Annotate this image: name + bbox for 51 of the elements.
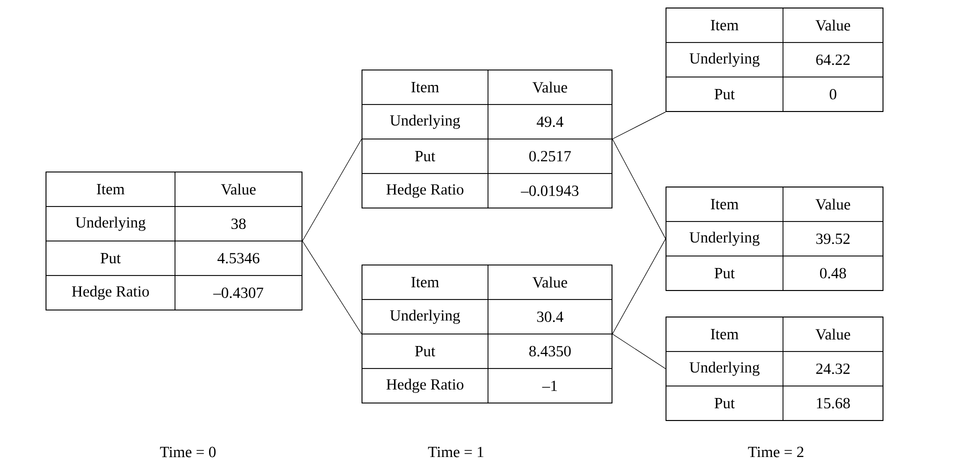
table-cell: 49.4 [488, 104, 612, 140]
table-cell: Item [666, 8, 784, 43]
table-cell: Item [666, 186, 784, 222]
table-cell: 15.68 [782, 386, 884, 421]
table-cell: –0.01943 [488, 173, 612, 208]
table-cell: 0.2517 [488, 138, 612, 174]
table-cell: Item [362, 70, 488, 105]
connector-line [612, 238, 666, 334]
table-cell: Put [46, 240, 176, 276]
table-cell: Item [666, 316, 784, 352]
table-cell: 4.5346 [174, 240, 302, 276]
time-label: Time = 1 [428, 446, 484, 458]
table-cell: 0 [782, 76, 884, 112]
table-cell: Put [666, 386, 784, 421]
connector-line [612, 138, 666, 240]
table-cell: 30.4 [488, 299, 612, 334]
table-cell: –1 [488, 368, 612, 404]
table-cell: 8.4350 [488, 334, 612, 369]
table-cell: Underlying [362, 104, 488, 140]
table-cell: 24.32 [782, 351, 884, 386]
table-cell: Put [362, 138, 488, 174]
table-cell: Item [46, 172, 176, 207]
table-cell: 64.22 [782, 42, 884, 78]
table-cell: Put [362, 334, 488, 369]
connector-line [302, 138, 362, 242]
table-cell: Hedge Ratio [46, 275, 176, 310]
table-cell: 38 [174, 206, 302, 242]
table-cell: Underlying [362, 299, 488, 334]
table-cell: Put [666, 76, 784, 112]
table-cell: Put [666, 256, 784, 291]
table-cell: –0.4307 [174, 275, 302, 310]
table-cell: 0.48 [782, 256, 884, 291]
table-cell: Value [488, 70, 612, 105]
table-cell: Value [782, 186, 884, 222]
table-cell: Hedge Ratio [362, 368, 488, 404]
table-cell: Value [488, 264, 612, 300]
table-cell: 39.52 [782, 221, 884, 256]
table-cell: Value [174, 172, 302, 207]
connector-line [612, 334, 666, 370]
time-label: Time = 2 [748, 446, 804, 458]
table-cell: Underlying [666, 221, 784, 256]
connector-line [302, 240, 362, 334]
table-cell: Underlying [666, 351, 784, 386]
table-cell: Value [782, 8, 884, 43]
table-cell: Hedge Ratio [362, 173, 488, 208]
table-cell: Underlying [666, 42, 784, 78]
table-cell: Item [362, 264, 488, 300]
connector-line [612, 112, 666, 140]
table-cell: Value [782, 316, 884, 352]
table-cell: Underlying [46, 206, 176, 242]
time-label: Time = 0 [160, 446, 216, 458]
